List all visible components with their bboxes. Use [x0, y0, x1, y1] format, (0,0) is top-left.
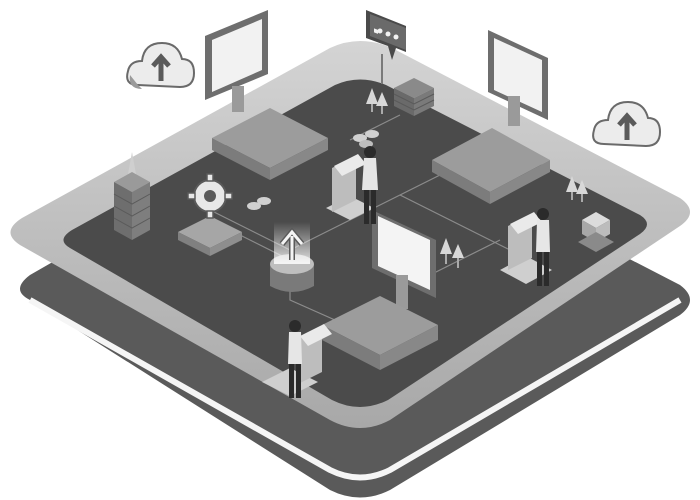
- kiosk-icon: [298, 324, 332, 384]
- server-stack-icon: [393, 78, 435, 116]
- coin-stack-icon: [353, 130, 379, 148]
- tree-icon: [440, 238, 464, 268]
- chat-bubble-icon: [366, 10, 406, 84]
- gear-icon: [187, 173, 233, 219]
- kiosk-station-bottom: [262, 320, 332, 398]
- monitor-station-right: [432, 30, 550, 204]
- tree-icon: [566, 176, 588, 202]
- rocket-tower-icon: [113, 152, 151, 240]
- person-icon: [362, 146, 378, 224]
- monitor-icon: [488, 30, 548, 126]
- kiosk-icon: [508, 212, 542, 270]
- kiosk-station-top: [326, 146, 378, 224]
- monitor-station-left: [205, 10, 328, 180]
- coin-stack-icon: [247, 197, 271, 210]
- monitor-icon: [205, 10, 268, 112]
- person-icon: [288, 320, 302, 398]
- monitor-icon: [372, 210, 436, 309]
- kiosk-station-right: [500, 208, 552, 286]
- kiosk-icon: [332, 154, 366, 212]
- person-icon: [536, 208, 550, 286]
- database-upload-icon: [270, 222, 314, 292]
- tree-icon: [366, 88, 388, 114]
- gear-block: [178, 173, 242, 256]
- cloud-upload-icon: [126, 41, 196, 89]
- cloud-upload-icon: [592, 100, 662, 148]
- monitor-station-center: [322, 210, 438, 370]
- cube-icon: [578, 212, 614, 252]
